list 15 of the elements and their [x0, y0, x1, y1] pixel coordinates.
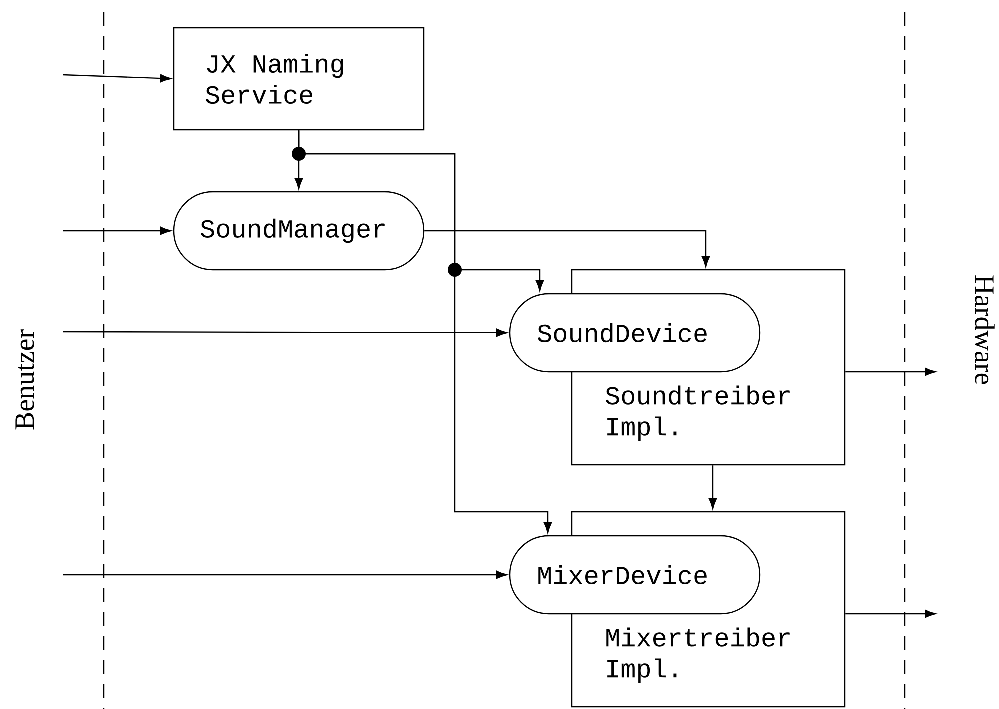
- interface-box: SoundManager: [173, 191, 425, 271]
- side-label: Hardware: [975, 276, 995, 384]
- arrow: [846, 368, 936, 376]
- interface-box: SoundDevice: [509, 293, 761, 373]
- arrow: [424, 230, 710, 268]
- side-label: Benutzer: [16, 330, 34, 430]
- arrow: [63, 570, 508, 580]
- arrow: [298, 130, 552, 534]
- arrow: [708, 466, 718, 510]
- arrow: [63, 328, 508, 338]
- arrow: [62, 74, 172, 83]
- interface-box: MixerDevice: [509, 535, 761, 615]
- arrow: [846, 610, 936, 618]
- arrow: [63, 226, 172, 236]
- component-box: JX Naming Service: [173, 27, 425, 131]
